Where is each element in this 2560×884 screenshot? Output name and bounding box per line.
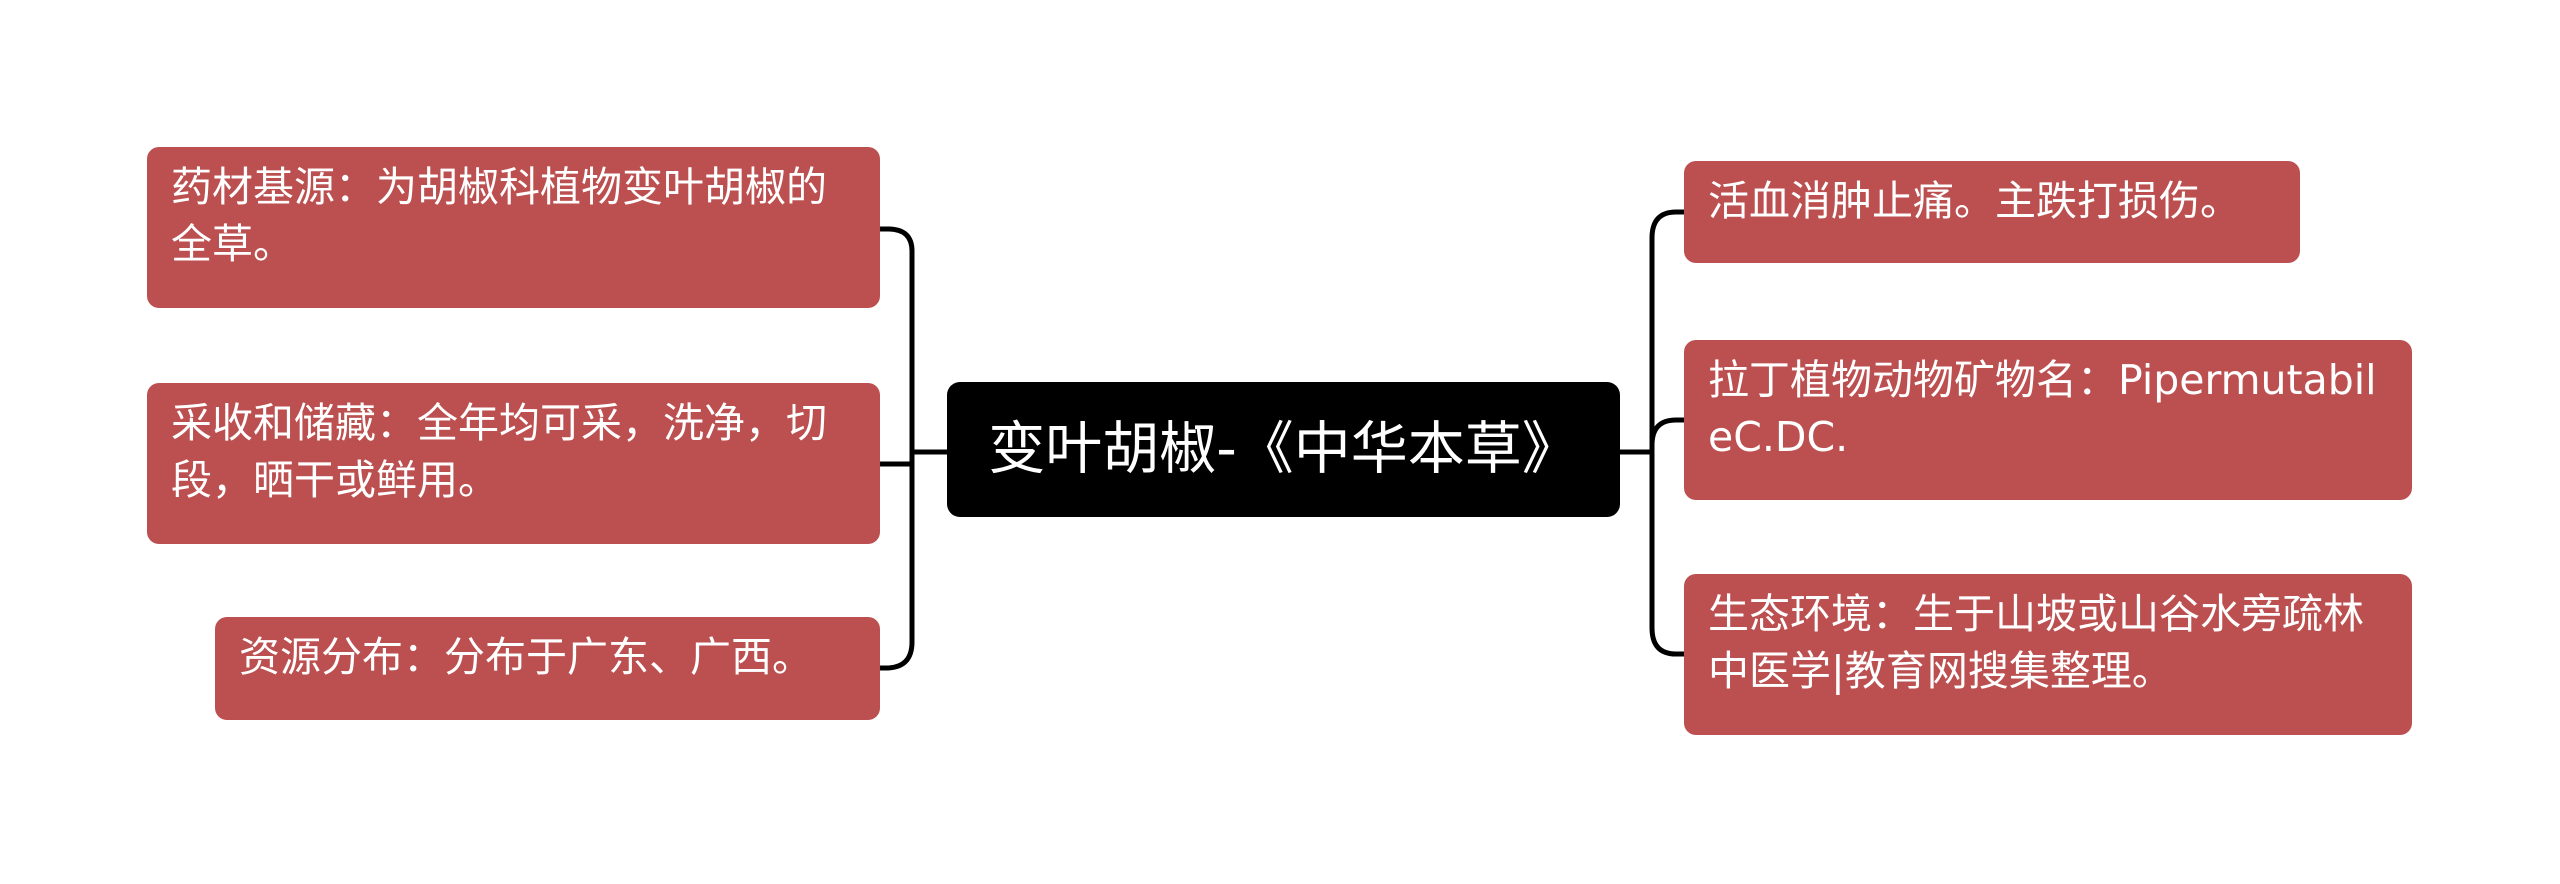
connector-right-1 [1649, 209, 1687, 241]
branch-node-habitat[interactable]: 生态环境：生于山坡或山谷水旁疏林中医学|教育网搜集整理。 [1684, 574, 2412, 735]
branch-node-label: 药材基源：为胡椒科植物变叶胡椒的全草。 [171, 163, 827, 268]
branch-node-latin-name[interactable]: 拉丁植物动物矿物名：PipermutabileC.DC. [1684, 340, 2412, 500]
branch-node-label: 活血消肿止痛。主跌打损伤。 [1708, 177, 2241, 225]
central-topic[interactable]: 变叶胡椒-《中华本草》 [947, 382, 1620, 517]
connector-right-2 [1649, 417, 1687, 448]
connector-right-3 [1649, 625, 1687, 657]
branch-node-distribution[interactable]: 资源分布：分布于广东、广西。 [215, 617, 880, 720]
branch-node-label: 生态环境：生于山坡或山谷水旁疏林中医学|教育网搜集整理。 [1708, 590, 2364, 695]
central-topic-label: 变叶胡椒-《中华本草》 [988, 416, 1579, 482]
connector-left-1 [877, 226, 915, 254]
branch-node-label: 资源分布：分布于广东、广西。 [239, 633, 813, 681]
branch-node-harvest[interactable]: 采收和储藏：全年均可采，洗净，切段，晒干或鲜用。 [147, 383, 880, 544]
branch-node-effect[interactable]: 活血消肿止痛。主跌打损伤。 [1684, 161, 2300, 263]
branch-node-label: 拉丁植物动物矿物名：PipermutabileC.DC. [1708, 356, 2377, 461]
branch-node-label: 采收和储藏：全年均可采，洗净，切段，晒干或鲜用。 [171, 399, 827, 504]
branch-node-source[interactable]: 药材基源：为胡椒科植物变叶胡椒的全草。 [147, 147, 880, 308]
connector-left-3 [877, 639, 915, 671]
